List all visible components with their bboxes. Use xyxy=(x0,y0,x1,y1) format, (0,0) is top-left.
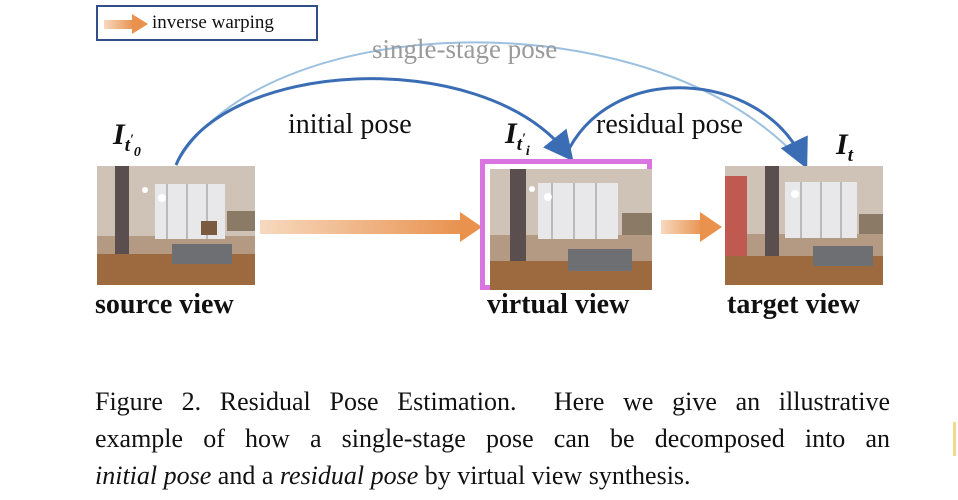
target-view-label: target view xyxy=(727,289,860,320)
caption-residual-pose: residual pose xyxy=(279,461,419,490)
caption-text-1: Here we give an illustrative xyxy=(553,387,891,416)
initial-pose-label: initial pose xyxy=(288,109,412,140)
virtual-symbol: It′i xyxy=(505,117,530,159)
single-stage-pose-label: single-stage pose xyxy=(372,34,558,64)
caption-text-4: by virtual view synthesis. xyxy=(424,461,691,490)
legend-box: inverse warping xyxy=(96,5,318,41)
warp-arrow-icon xyxy=(104,14,148,34)
initial-pose-arc xyxy=(174,77,574,166)
warp-arrow-2 xyxy=(661,212,722,242)
residual-pose-label: residual pose xyxy=(596,109,743,140)
target-symbol: It xyxy=(836,128,853,166)
caption-line-2: example of how a single-stage pose can b… xyxy=(95,420,890,457)
warp-arrow-1 xyxy=(260,212,482,242)
figure-caption: Figure 2. Residual Pose Estimation. Here… xyxy=(95,383,890,494)
residual-pose-arc xyxy=(564,86,808,169)
caption-line-1: Figure 2. Residual Pose Estimation. Here… xyxy=(95,383,890,420)
caption-text-3: and a xyxy=(217,461,274,490)
legend-label: inverse warping xyxy=(152,12,274,33)
caption-text-2: example of how a single-stage pose can b… xyxy=(95,424,890,453)
single-stage-arc xyxy=(175,41,801,166)
caption-figure-label: Figure 2. xyxy=(95,387,202,416)
virtual-view-label: virtual view xyxy=(487,289,630,320)
virtual-view-image xyxy=(490,169,652,290)
source-view-label: source view xyxy=(95,289,234,320)
caption-title: Residual Pose Estimation. xyxy=(219,387,517,416)
figure-diagram: inverse warping single-stage pose initia… xyxy=(95,5,883,320)
source-symbol: It′0 xyxy=(113,118,141,160)
virtual-view-frame xyxy=(480,159,652,290)
source-view-image xyxy=(97,166,255,285)
pose-arcs xyxy=(174,41,808,242)
edge-mark xyxy=(953,422,956,456)
caption-line-3: initial pose and a residual pose by virt… xyxy=(95,457,890,494)
target-view-image xyxy=(725,166,883,285)
caption-initial-pose: initial pose xyxy=(95,461,212,490)
